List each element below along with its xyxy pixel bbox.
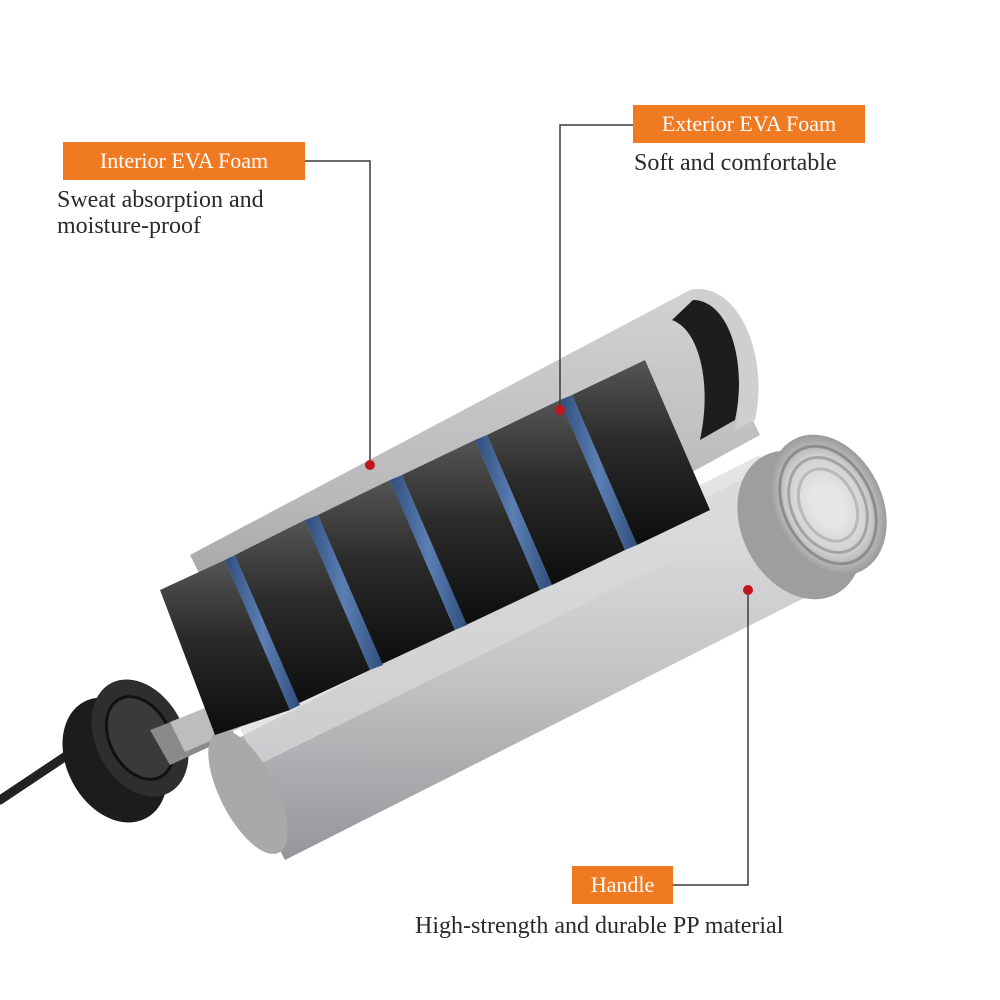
- interior-leader-line: [305, 160, 371, 465]
- handle-description: High-strength and durable PP material: [415, 913, 784, 939]
- interior-foam-description-line1: Sweat absorption and: [57, 187, 264, 213]
- exterior-marker-dot: [555, 405, 565, 415]
- interior-marker-dot: [365, 460, 375, 470]
- rope-cable: [0, 745, 80, 805]
- foam-segments: [160, 360, 710, 735]
- handle-leader-line: [673, 590, 749, 886]
- exterior-foam-tag: Exterior EVA Foam: [633, 105, 865, 143]
- bearing-cap: [62, 679, 240, 823]
- leader-lines: [305, 124, 749, 886]
- interior-foam-tag: Interior EVA Foam: [63, 142, 305, 180]
- threaded-end: [737, 434, 887, 600]
- handle-marker-dot: [743, 585, 753, 595]
- interior-foam-description-line2: moisture-proof: [57, 213, 201, 239]
- blue-bands: [225, 395, 637, 710]
- exterior-foam-description: Soft and comfortable: [634, 150, 837, 176]
- exterior-leader-line: [559, 124, 633, 410]
- handle-tag: Handle: [572, 866, 673, 904]
